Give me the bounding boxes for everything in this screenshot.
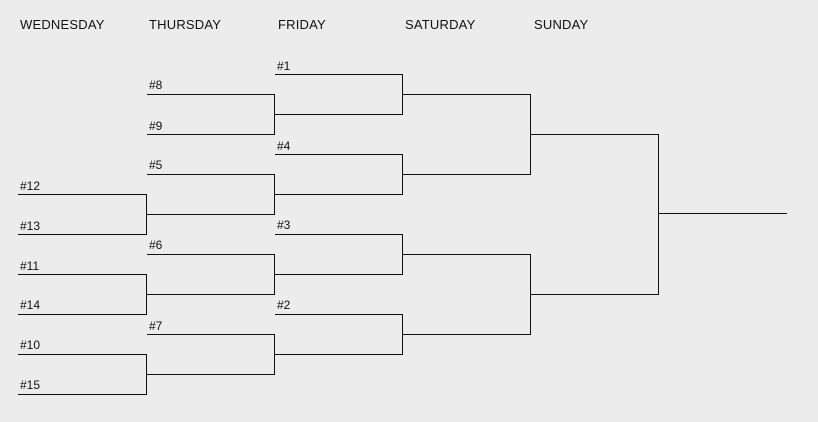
- day-header-thursday: THURSDAY: [149, 17, 222, 32]
- seed-label: #14: [20, 298, 41, 312]
- day-header-wednesday: WEDNESDAY: [20, 17, 105, 32]
- seed-label: #11: [20, 259, 40, 273]
- seed-label: #13: [20, 219, 41, 233]
- day-header-sunday: SUNDAY: [534, 17, 589, 32]
- seed-label: #1: [277, 59, 291, 73]
- seed-label: #5: [149, 158, 163, 172]
- seed-label: #15: [20, 378, 41, 392]
- seed-label: #10: [20, 338, 41, 352]
- seed-label: #3: [277, 218, 291, 232]
- seed-label: #12: [20, 179, 41, 193]
- seed-label: #2: [277, 298, 291, 312]
- seed-label: #7: [149, 319, 163, 333]
- seed-label: #9: [149, 119, 163, 133]
- seed-label: #4: [277, 139, 291, 153]
- day-header-friday: FRIDAY: [278, 17, 326, 32]
- day-header-saturday: SATURDAY: [405, 17, 476, 32]
- seed-label: #8: [149, 78, 163, 92]
- seed-label: #6: [149, 238, 163, 252]
